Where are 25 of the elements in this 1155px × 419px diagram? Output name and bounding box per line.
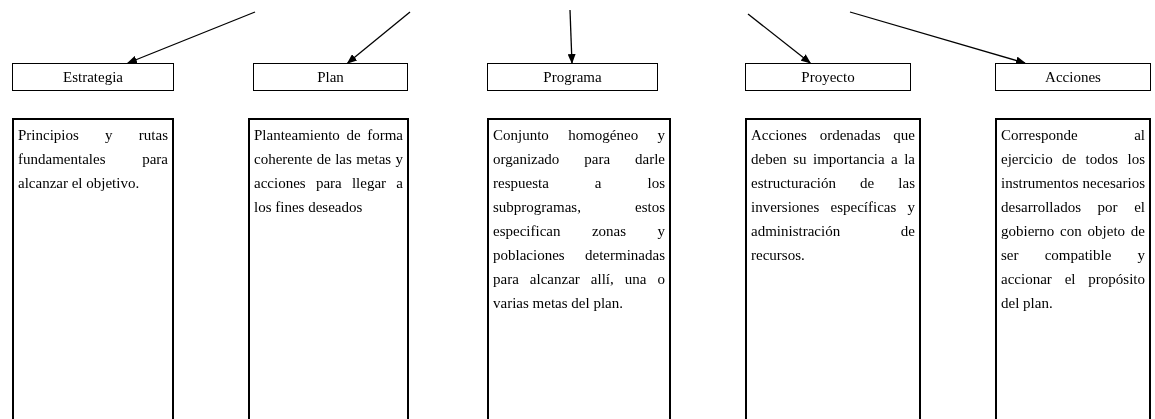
box-title: Acciones: [1045, 68, 1101, 86]
description-text: Planteamiento de forma coherente de las metas y acciones para llegar a los fines deseados: [254, 127, 403, 215]
box-title: Plan: [317, 68, 344, 86]
description-text: Conjunto homogéneo y organizado para darle respuesta a los subprogramas, estos especifican zonas y poblaciones determinadas para alcanzar allí, una o varias metas del plan.: [493, 127, 665, 311]
title-box: [487, 63, 658, 91]
description-box: [12, 118, 174, 419]
box-title: Estrategia: [63, 68, 123, 86]
title-box: [995, 63, 1151, 91]
title-box: [253, 63, 408, 91]
arrow: [567, 9, 576, 64]
description-text: Corresponde al ejercicio de todos los instrumentos necesarios desarrollados por el gobierno con objeto de ser compatible y accionar el propósito del plan.: [1001, 127, 1145, 311]
description-text: Principios y rutas fundamentales para alcanzar el objetivo.: [18, 127, 168, 191]
arrow: [346, 11, 411, 64]
description-box: [487, 118, 671, 419]
description-text: Acciones ordenadas que deben su importancia a la estructuración de las inversiones específicas y administración de recursos.: [751, 127, 915, 263]
arrow: [849, 11, 1026, 65]
arrow: [126, 11, 256, 64]
description-box: [248, 118, 409, 419]
title-box: [745, 63, 911, 91]
box-title: Programa: [543, 68, 602, 86]
arrow: [747, 13, 811, 64]
box-title: Proyecto: [801, 68, 855, 86]
description-box: [995, 118, 1151, 419]
description-box: [745, 118, 921, 419]
title-box: [12, 63, 174, 91]
